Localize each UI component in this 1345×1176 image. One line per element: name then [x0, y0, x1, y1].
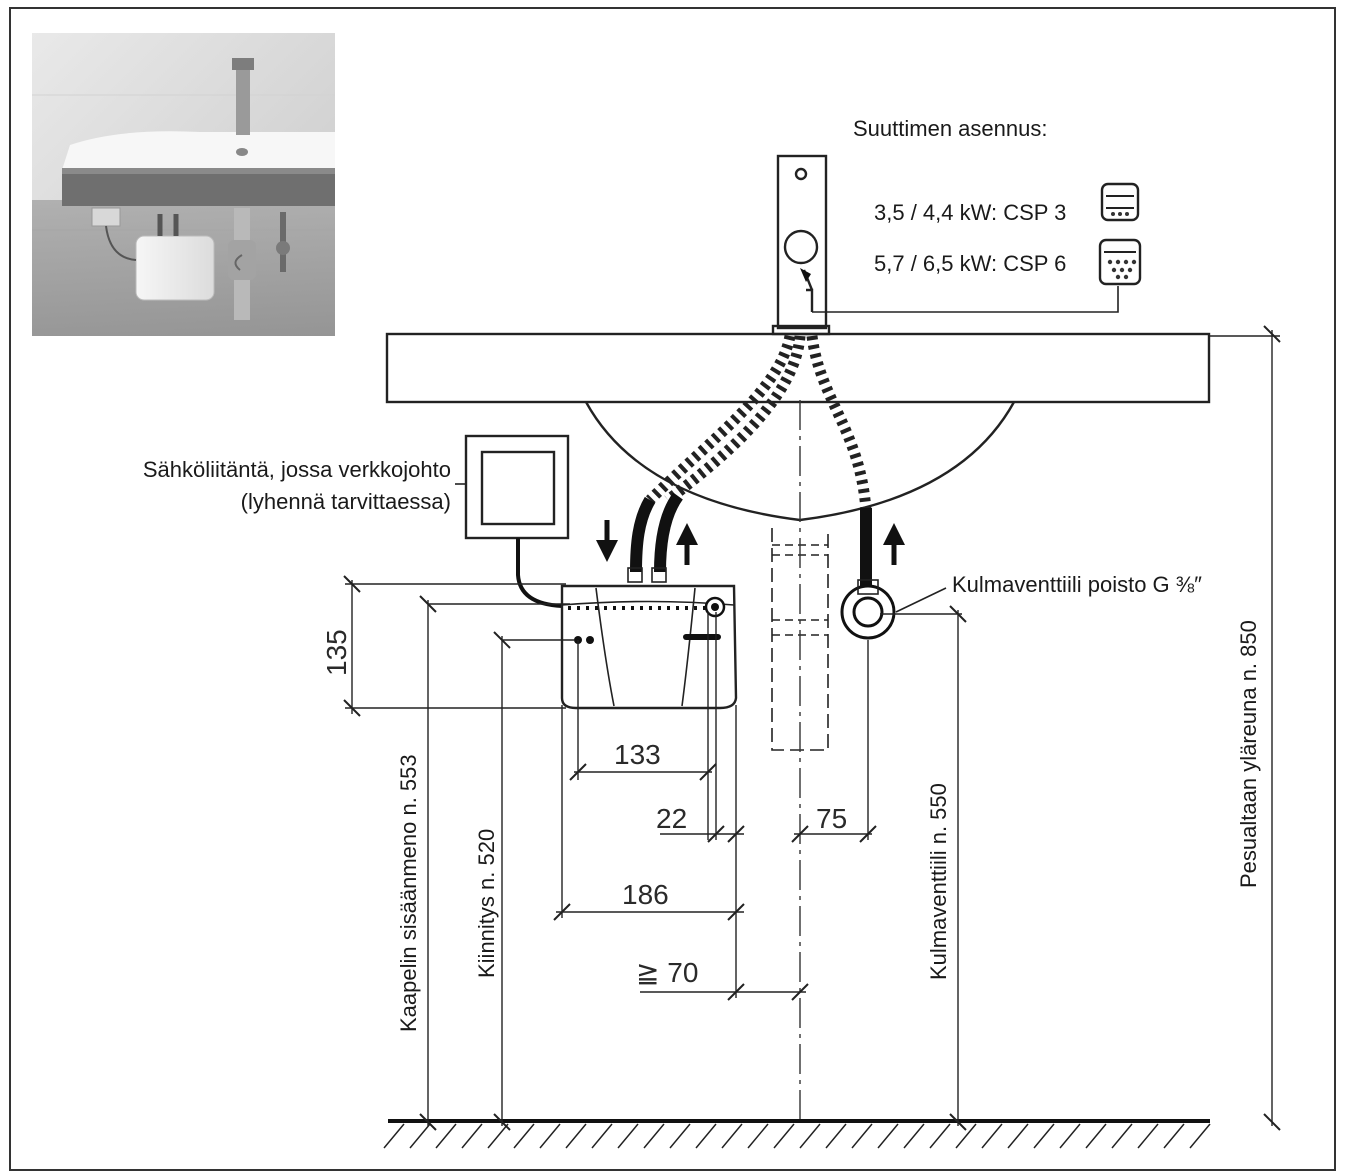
floor-hatch-line: [1189, 1123, 1211, 1149]
drain-trap-outline: [771, 400, 829, 1120]
dim-133: 133: [614, 739, 661, 770]
floor-hatch-line: [1085, 1123, 1107, 1149]
floor-hatch-line: [773, 1123, 795, 1149]
dim-135: 135: [321, 629, 352, 676]
floor-hatch-line: [1059, 1123, 1081, 1149]
dim-22: 22: [656, 803, 687, 834]
floor-hatch-line: [591, 1123, 613, 1149]
nozzle-csp3-label: 3,5 / 4,4 kW: CSP 3: [874, 200, 1066, 225]
floor-hatch-line: [409, 1123, 431, 1149]
flow-arrow-cold-down-icon: [596, 520, 618, 562]
angle-valve-height-label: Kulmaventtiili n. 550: [926, 783, 951, 980]
floor-hatch-line: [721, 1123, 743, 1149]
floor-hatch-line: [513, 1123, 535, 1149]
floor-hatch-line: [695, 1123, 717, 1149]
mounting-label: Kiinnitys n. 520: [474, 829, 499, 978]
valve-leader-line: [895, 587, 947, 613]
electric-label-line1: Sähköliitäntä, jossa verkkojohto: [143, 457, 451, 482]
floor-hatch-line: [747, 1123, 769, 1149]
nozzle-title: Suuttimen asennus:: [853, 116, 1047, 141]
water-heater-unit: [560, 584, 738, 710]
electric-label-line2: (lyhennä tarvittaessa): [241, 489, 451, 514]
floor-hatch-line: [617, 1123, 639, 1149]
dim-75: 75: [816, 803, 847, 834]
floor-hatch-line: [877, 1123, 899, 1149]
floor-hatch-line: [825, 1123, 847, 1149]
basin-top-label: Pesualtaan yläreuna n. 850: [1236, 620, 1261, 888]
hoses: [627, 334, 872, 586]
floor-hatch-line: [643, 1123, 665, 1149]
floor-hatch-line: [929, 1123, 951, 1149]
cable-entry-label: Kaapelin sisäänmeno n. 553: [396, 754, 421, 1032]
floor-hatch-line: [669, 1123, 691, 1149]
floor-hatch-line: [1137, 1123, 1159, 1149]
floor-hatch-line: [799, 1123, 821, 1149]
floor-hatch-line: [487, 1123, 509, 1149]
aerator-csp3-icon: [1100, 182, 1140, 222]
angle-valve-label: Kulmaventtiili poisto G ⅜″: [952, 572, 1202, 597]
floor-hatch-line: [383, 1123, 405, 1149]
dim-70: ≧ 70: [636, 957, 698, 988]
faucet-outline: [771, 154, 1119, 336]
nozzle-csp6-label: 5,7 / 6,5 kW: CSP 6: [874, 251, 1066, 276]
flow-arrow-hot-up-icon: [676, 523, 698, 565]
aerator-csp6-icon: [1098, 238, 1142, 286]
floor-hatch-line: [1007, 1123, 1029, 1149]
floor-hatch-line: [539, 1123, 561, 1149]
dim-186: 186: [622, 879, 669, 910]
angle-valve-icon: [840, 579, 896, 640]
floor-hatch-line: [903, 1123, 925, 1149]
floor-hatch-line: [1033, 1123, 1055, 1149]
floor-hatch-line: [1163, 1123, 1185, 1149]
flow-arrow-valve-up-icon: [883, 523, 905, 565]
floor-hatch: [383, 1119, 1211, 1149]
floor-hatch-line: [981, 1123, 1003, 1149]
floor-hatch-line: [851, 1123, 873, 1149]
sink-photo-icon: [32, 33, 335, 336]
floor-hatch-line: [1111, 1123, 1133, 1149]
floor-hatch-line: [955, 1123, 977, 1149]
floor-hatch-line: [461, 1123, 483, 1149]
floor-hatch-line: [565, 1123, 587, 1149]
floor-hatch-line: [435, 1123, 457, 1149]
electrical-socket-icon: [464, 434, 570, 608]
dimension-lines: [343, 325, 1281, 1131]
